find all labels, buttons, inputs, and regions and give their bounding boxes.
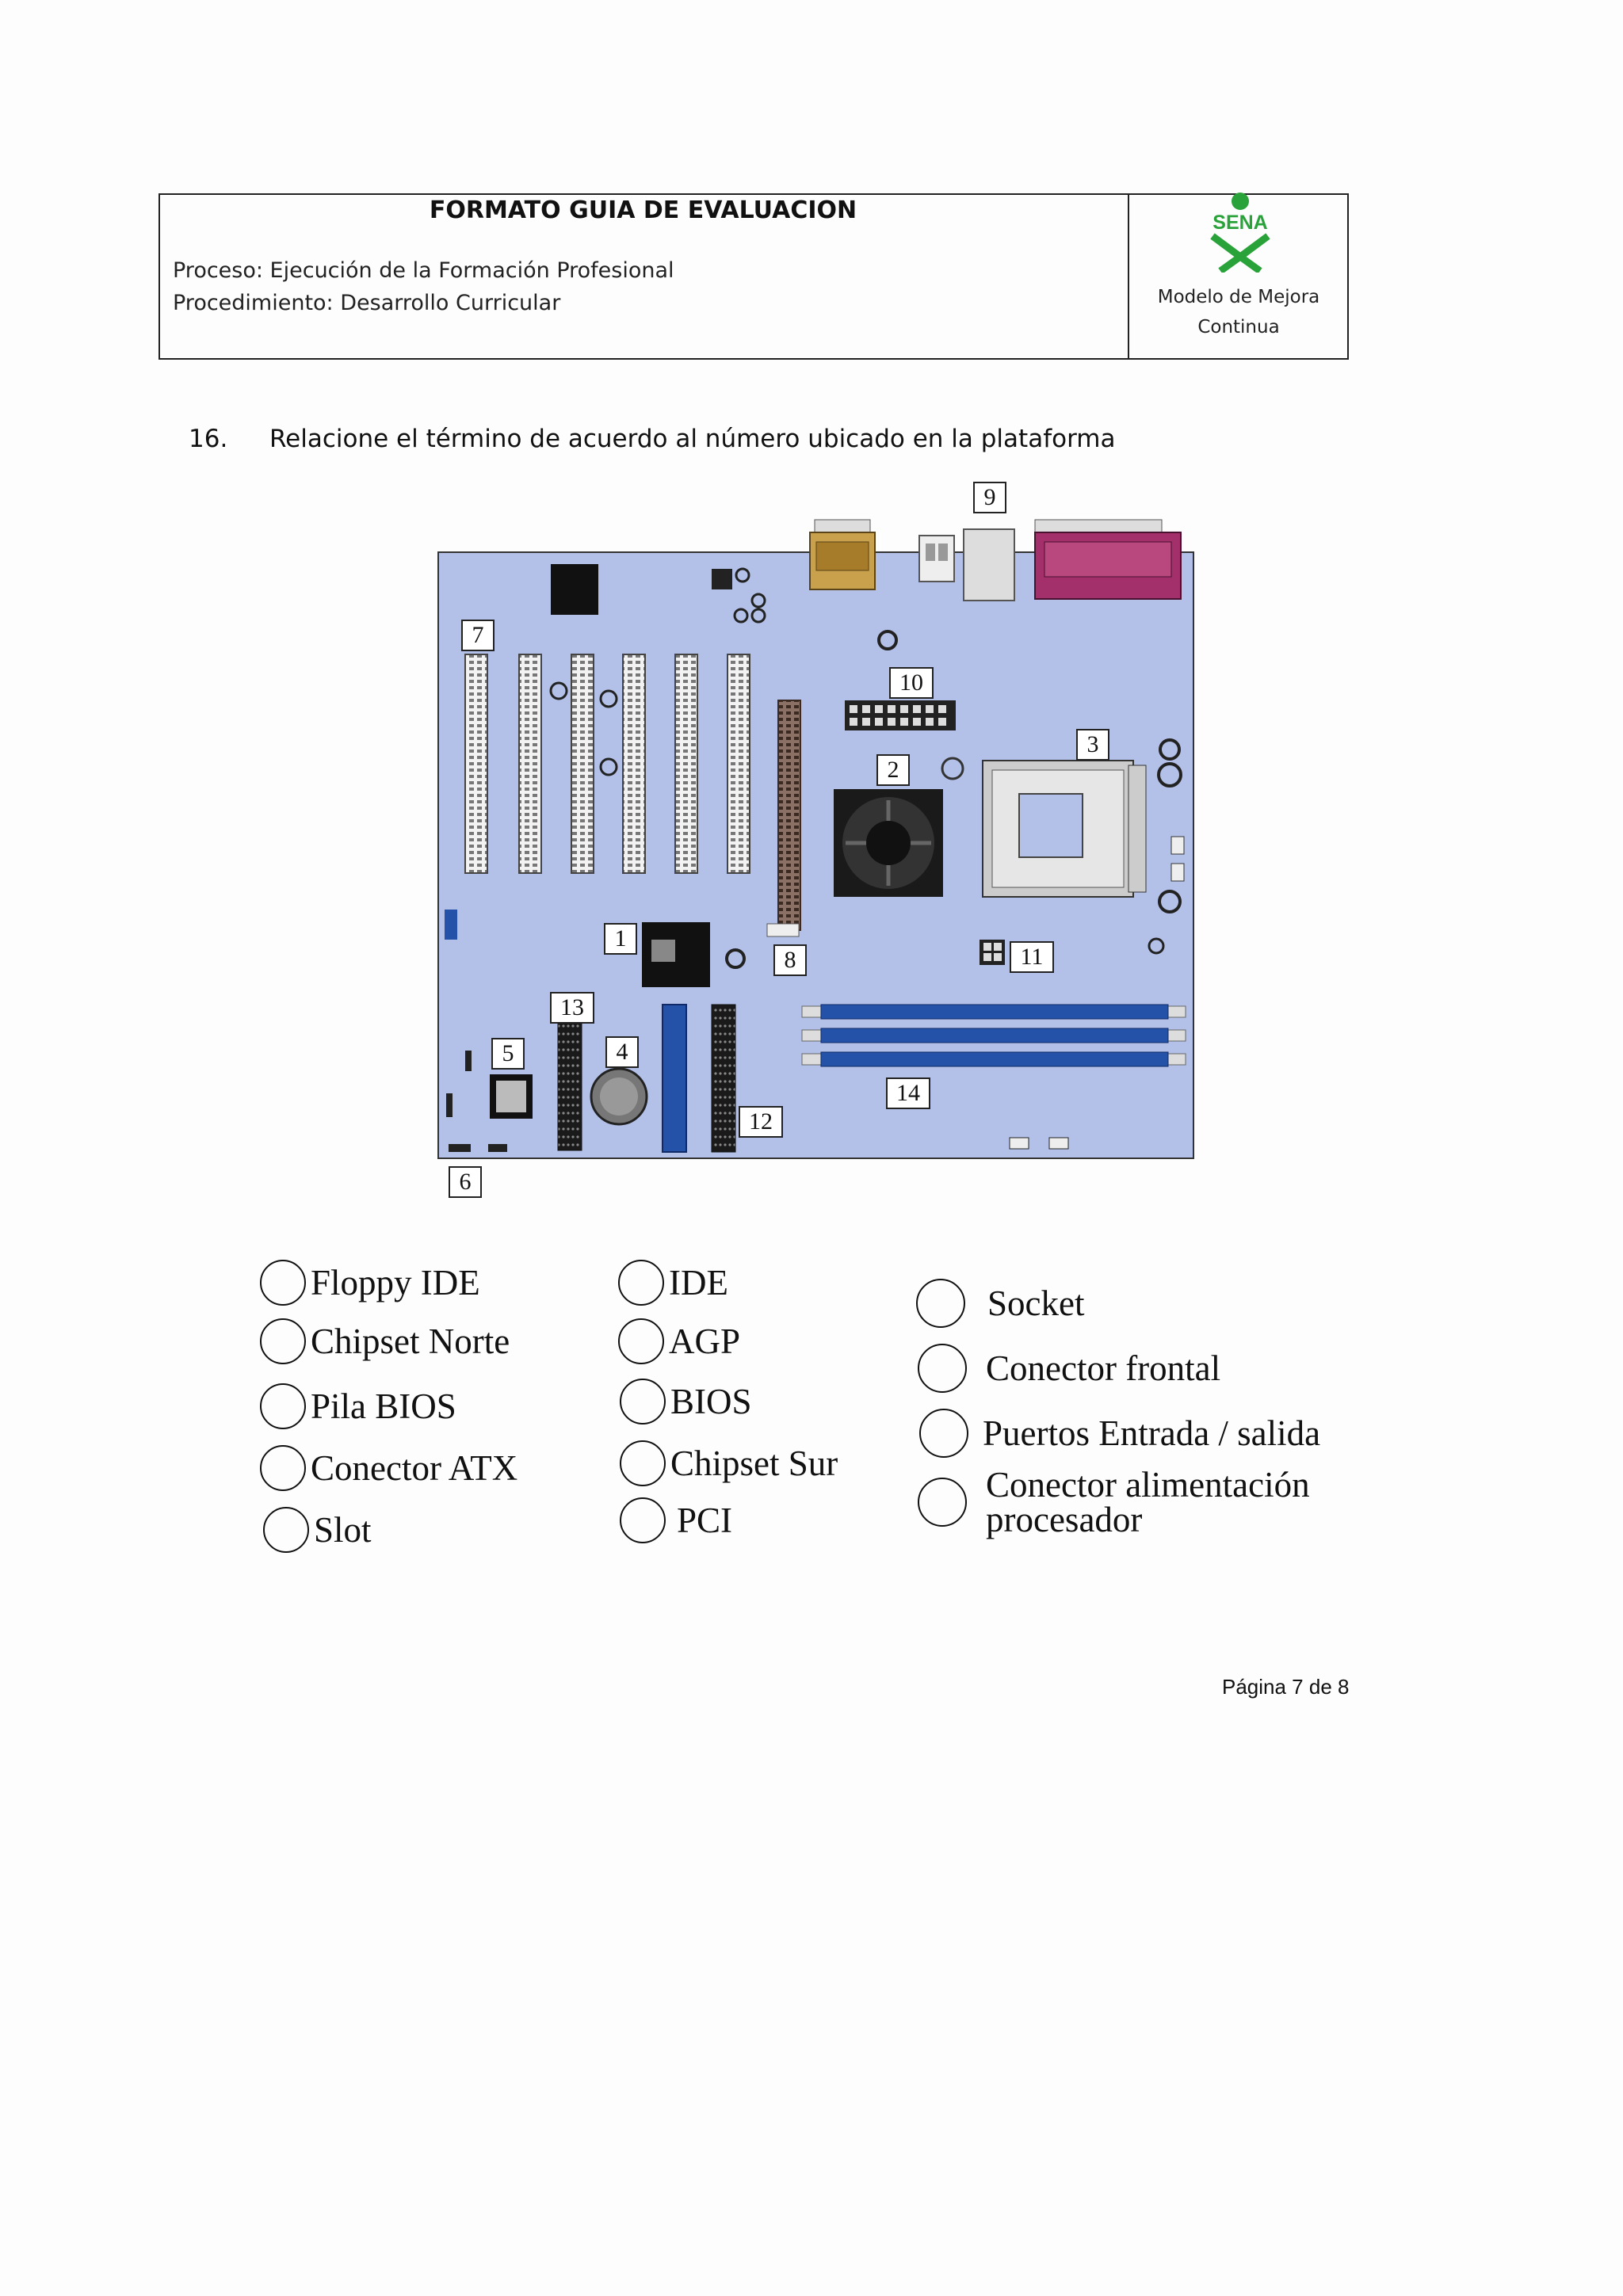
radio-circle[interactable]: [263, 1507, 309, 1553]
radio-circle[interactable]: [260, 1318, 306, 1364]
motherboard-diagram: [437, 519, 1194, 1159]
radio-circle[interactable]: [919, 1409, 968, 1458]
option-bios[interactable]: BIOS: [620, 1379, 752, 1425]
option-puertos-entrada-salida[interactable]: Puertos Entrada / salida: [919, 1409, 1320, 1458]
radio-circle[interactable]: [618, 1260, 664, 1306]
radio-circle[interactable]: [260, 1445, 306, 1491]
option-socket[interactable]: Socket: [916, 1279, 1084, 1328]
radio-circle[interactable]: [618, 1318, 664, 1364]
option-conector-alimentacion-procesador[interactable]: Conector alimentación procesador: [918, 1465, 1310, 1539]
radio-circle[interactable]: [916, 1279, 965, 1328]
radio-circle[interactable]: [260, 1383, 306, 1429]
process-line: Proceso: Ejecución de la Formación Profe…: [173, 258, 674, 283]
option-conector-atx[interactable]: Conector ATX: [260, 1445, 517, 1491]
sena-logo: SENA: [1210, 193, 1270, 273]
option-pci[interactable]: PCI: [620, 1497, 732, 1543]
logo-caption-1: Modelo de Mejora: [1157, 287, 1320, 307]
option-chipset-norte[interactable]: Chipset Norte: [260, 1318, 510, 1364]
radio-circle[interactable]: [918, 1478, 967, 1527]
question-text: Relacione el término de acuerdo al númer…: [269, 425, 1116, 453]
option-label-multiline: Conector alimentación procesador: [986, 1465, 1310, 1539]
option-pila-bios[interactable]: Pila BIOS: [260, 1383, 456, 1429]
sena-logo-text: SENA: [1212, 212, 1267, 234]
procedure-line: Procedimiento: Desarrollo Curricular: [173, 291, 561, 315]
radio-circle[interactable]: [620, 1497, 666, 1543]
option-agp[interactable]: AGP: [618, 1318, 740, 1364]
radio-circle[interactable]: [260, 1260, 306, 1306]
option-slot[interactable]: Slot: [263, 1507, 372, 1553]
option-conector-frontal[interactable]: Conector frontal: [918, 1344, 1220, 1393]
radio-circle[interactable]: [620, 1379, 666, 1425]
logo-caption-2: Continua: [1197, 317, 1280, 338]
radio-circle[interactable]: [620, 1440, 666, 1486]
document-title: FORMATO GUIA DE EVALUACION: [429, 196, 857, 224]
option-ide[interactable]: IDE: [618, 1260, 728, 1306]
header-box: [158, 193, 1349, 360]
option-floppy-ide[interactable]: Floppy IDE: [260, 1260, 480, 1306]
header-logo-cell: [1128, 193, 1349, 360]
radio-circle[interactable]: [918, 1344, 967, 1393]
question-number: 16.: [189, 425, 228, 453]
page-number: Página 7 de 8: [1222, 1675, 1350, 1699]
option-chipset-sur[interactable]: Chipset Sur: [620, 1440, 838, 1486]
